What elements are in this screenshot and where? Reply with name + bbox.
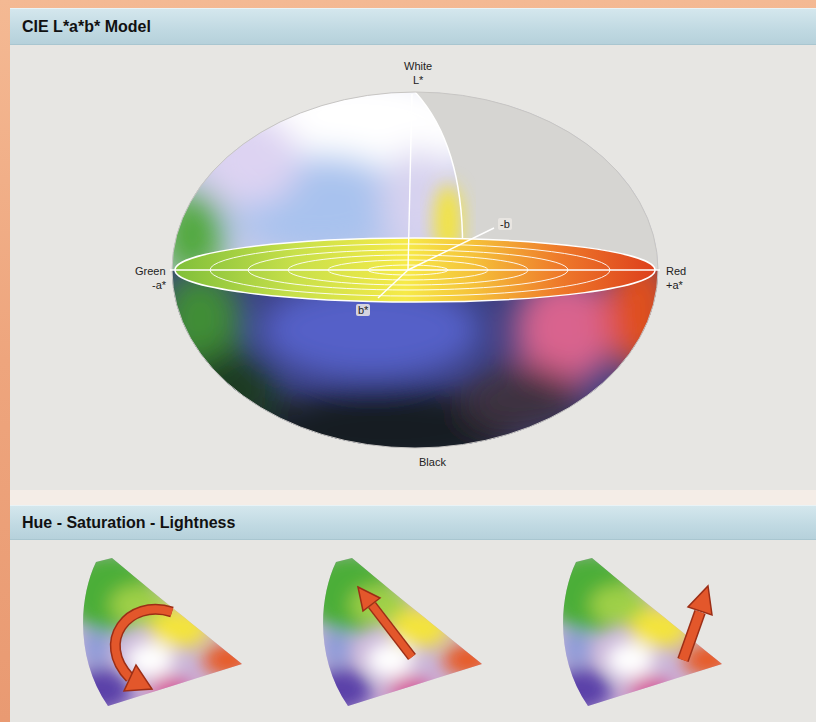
axis-label-text: L* xyxy=(411,74,425,86)
axis-label-text: +a* xyxy=(664,279,685,291)
axis-label: -a* xyxy=(150,275,168,293)
axis-label: Red xyxy=(664,261,688,279)
axis-label-text: Green xyxy=(133,265,168,277)
header-text: Hue - Saturation - Lightness xyxy=(22,514,235,532)
section-header: Hue - Saturation - Lightness xyxy=(10,505,816,540)
chromaticity-hue xyxy=(60,550,260,720)
panel xyxy=(10,44,816,490)
axis-label: White xyxy=(402,56,434,74)
axis-label-text: b* xyxy=(356,304,370,316)
axis-label: +a* xyxy=(664,275,685,293)
axis-label: L* xyxy=(411,70,425,88)
chromaticity-saturation xyxy=(300,550,500,720)
chromaticity-lightness xyxy=(540,550,740,720)
axis-label-text: Red xyxy=(664,265,688,277)
header-text: CIE L*a*b* Model xyxy=(22,18,151,36)
axis-label-text: -b xyxy=(498,218,512,230)
section-header: CIE L*a*b* Model xyxy=(10,8,816,45)
axes xyxy=(170,94,660,298)
axis-label: Black xyxy=(417,452,448,470)
lab-sphere xyxy=(160,70,680,475)
panel xyxy=(10,540,816,722)
axis-label: b* xyxy=(356,300,370,318)
axis-label: Green xyxy=(133,261,168,279)
axis-label: -b xyxy=(498,214,512,232)
axis-label-text: Black xyxy=(417,456,448,468)
panel-gap xyxy=(10,490,816,505)
axis-label-text: -a* xyxy=(150,279,168,291)
axis-label-text: White xyxy=(402,60,434,72)
